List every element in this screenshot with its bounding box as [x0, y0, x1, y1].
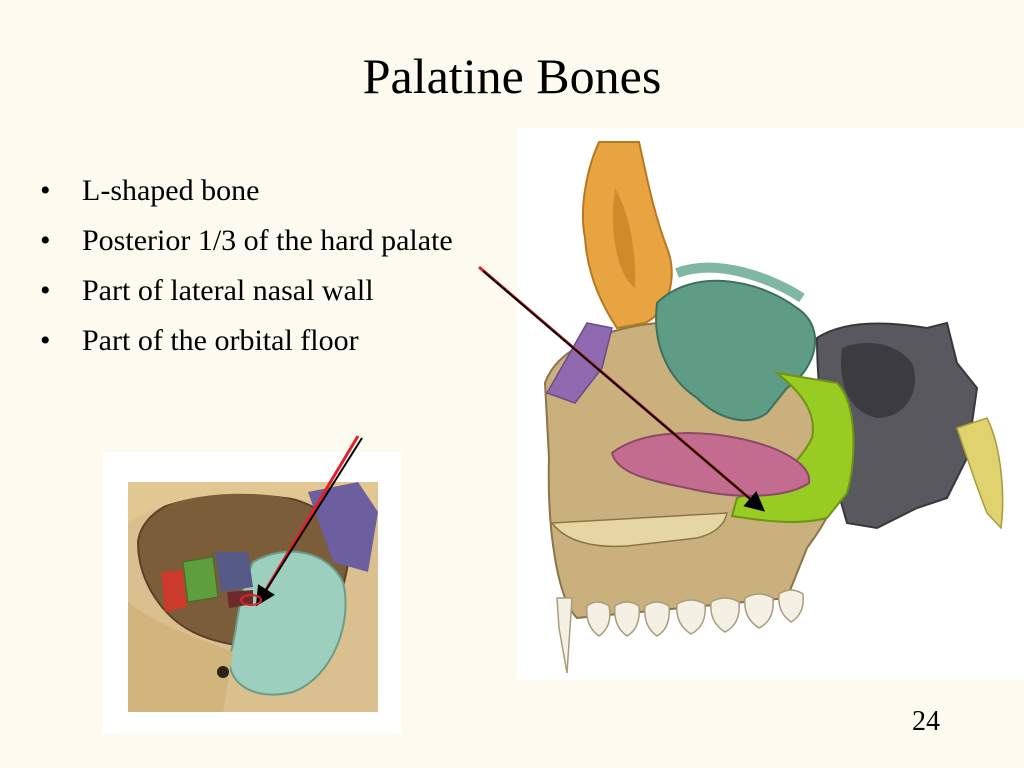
- lacrimal-region: [161, 570, 187, 612]
- bullet-marker: •: [40, 224, 51, 257]
- sphenoid-region: [215, 552, 253, 592]
- orbit-drawing: [128, 482, 378, 712]
- bullet-item: • Part of the orbital floor: [40, 322, 480, 359]
- maxilla-region: [128, 602, 233, 712]
- vomer-bone: [956, 417, 1004, 530]
- bullet-item: • Part of lateral nasal wall: [40, 272, 480, 309]
- bullet-marker: •: [40, 324, 51, 357]
- ethmoid-region: [182, 556, 219, 603]
- bullet-marker: •: [40, 174, 51, 207]
- bullet-item: • L-shaped bone: [40, 172, 480, 209]
- bullet-list: • L-shaped bone • Posterior 1/3 of the h…: [40, 172, 480, 372]
- bullet-text: L-shaped bone: [82, 174, 260, 207]
- page-number: 24: [912, 706, 940, 737]
- slide-title: Palatine Bones: [362, 48, 662, 104]
- bullet-text: Posterior 1/3 of the hard palate: [82, 224, 453, 257]
- hard-palate: [550, 512, 728, 548]
- bullet-item: • Posterior 1/3 of the hard palate: [40, 222, 480, 259]
- bullet-text: Part of the orbital floor: [82, 324, 359, 357]
- palatine-bone: [730, 371, 855, 523]
- lateral-skull-drawing: [543, 141, 1004, 674]
- bullet-text: Part of lateral nasal wall: [82, 274, 374, 307]
- orbit-illustration: [103, 452, 401, 734]
- teeth: [556, 589, 804, 674]
- bullet-marker: •: [40, 274, 51, 307]
- lateral-skull-illustration: [517, 128, 1024, 680]
